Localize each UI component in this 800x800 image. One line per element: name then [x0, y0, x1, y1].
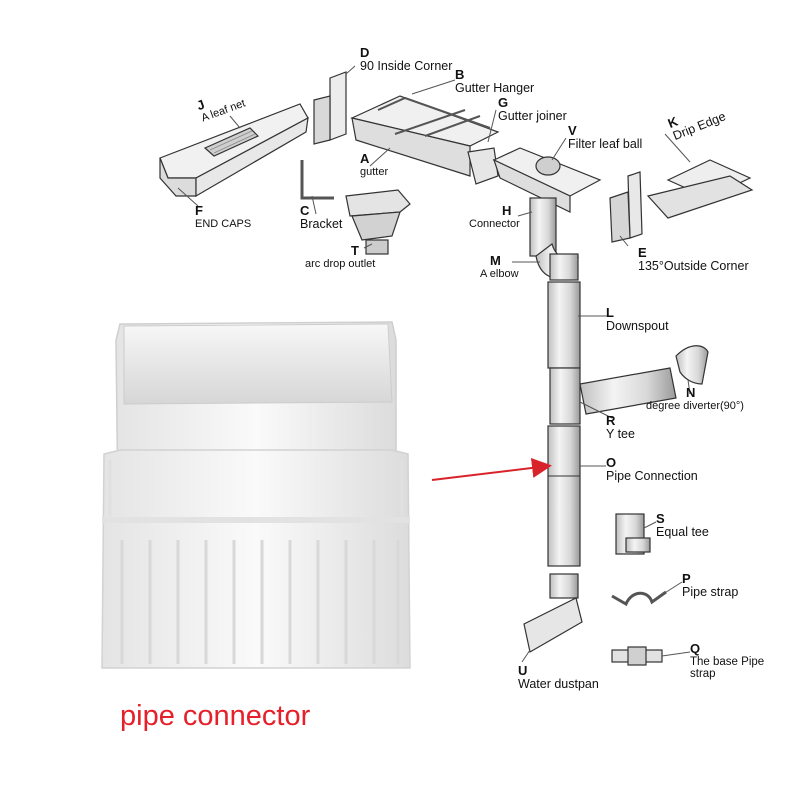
part-name: Pipe Connection — [606, 469, 698, 484]
part-code: E — [638, 245, 647, 260]
gutter-joiner-icon — [467, 147, 499, 185]
callout-arrow-icon — [431, 457, 552, 481]
part-code: Q — [690, 641, 701, 656]
part-name: Y tee — [606, 427, 635, 442]
part-code: U — [518, 663, 528, 678]
part-label-n: N degree diverter(90°) — [646, 385, 744, 413]
base-pipe-strap-icon — [611, 646, 663, 666]
part-code: A — [360, 151, 370, 166]
part-code: M — [490, 253, 501, 268]
pipe-connector-photo-icon — [101, 321, 411, 669]
part-label-v: V Filter leaf ball — [568, 123, 643, 152]
part-label-h: H Connector — [469, 203, 520, 231]
part-name: Bracket — [300, 217, 343, 232]
part-code: L — [606, 305, 614, 320]
part-code: C — [300, 203, 310, 218]
drip-edge-icon — [646, 159, 754, 219]
drop-outlet-icon — [345, 189, 411, 255]
y-tee-icon — [549, 367, 677, 425]
part-name: Connector — [469, 218, 520, 231]
part-label-f: F END CAPS — [195, 203, 252, 231]
part-label-b: B Gutter Hanger — [455, 67, 535, 96]
part-name: Downspout — [606, 319, 669, 334]
part-name: Gutter Hanger — [455, 81, 535, 96]
part-name: gutter — [360, 166, 389, 179]
part-code: R — [606, 413, 616, 428]
part-name: Filter leaf ball — [568, 137, 643, 152]
part-label-a: A gutter — [360, 151, 389, 179]
part-code: F — [195, 203, 203, 218]
gutter-left-icon — [159, 103, 309, 198]
part-label-r: R Y tee — [606, 413, 635, 442]
part-code: D — [360, 45, 370, 60]
inside-corner-icon — [313, 71, 347, 145]
lower-downspout-icon — [547, 425, 581, 567]
part-code: P — [682, 571, 691, 586]
part-name: Equal tee — [656, 525, 709, 540]
part-label-e: E 135°Outside Corner — [638, 245, 749, 274]
part-label-g: G Gutter joiner — [498, 95, 567, 124]
equal-tee-icon — [615, 513, 651, 555]
outside-corner-icon — [609, 171, 643, 243]
part-label-c: C Bracket — [300, 203, 343, 232]
part-name: 90 Inside Corner — [360, 59, 453, 74]
dustpan-icon — [523, 573, 583, 653]
part-label-o: O Pipe Connection — [606, 455, 698, 484]
part-label-u: U Water dustpan — [518, 663, 599, 692]
part-label-m: M A elbow — [480, 253, 519, 281]
part-name: The base Pipe strap — [690, 656, 765, 681]
part-name: Gutter joiner — [498, 109, 567, 124]
pipe-strap-icon — [611, 590, 667, 607]
part-code: S — [656, 511, 665, 526]
part-name: arc drop outlet — [305, 258, 376, 271]
part-label-q: Q The base Pipe strap — [690, 641, 770, 681]
part-code: V — [568, 123, 577, 138]
part-code: G — [498, 95, 509, 110]
part-name: degree diverter(90°) — [646, 400, 744, 413]
downspout-icon — [547, 281, 581, 369]
leader-lines — [177, 65, 691, 663]
part-label-d: D 90 Inside Corner — [360, 45, 453, 74]
part-code: O — [606, 455, 617, 470]
part-code: N — [686, 385, 696, 400]
part-code: T — [351, 243, 359, 258]
part-label-s: S Equal tee — [656, 511, 709, 540]
connector-elbow-icon — [529, 197, 579, 281]
gutter-middle-icon — [350, 95, 500, 177]
part-name: Pipe strap — [682, 585, 739, 600]
product-caption: pipe connector — [120, 700, 311, 732]
part-code: B — [455, 67, 465, 82]
part-name: 135°Outside Corner — [638, 259, 749, 274]
part-label-l: L Downspout — [606, 305, 669, 334]
part-label-p: P Pipe strap — [682, 571, 739, 600]
part-label-t: T arc drop outlet — [305, 243, 376, 271]
bracket-icon — [300, 160, 334, 200]
part-name: A elbow — [480, 268, 519, 281]
part-name: END CAPS — [195, 218, 252, 231]
part-name: Water dustpan — [518, 677, 599, 692]
part-code: H — [502, 203, 512, 218]
diverter-icon — [675, 345, 709, 385]
